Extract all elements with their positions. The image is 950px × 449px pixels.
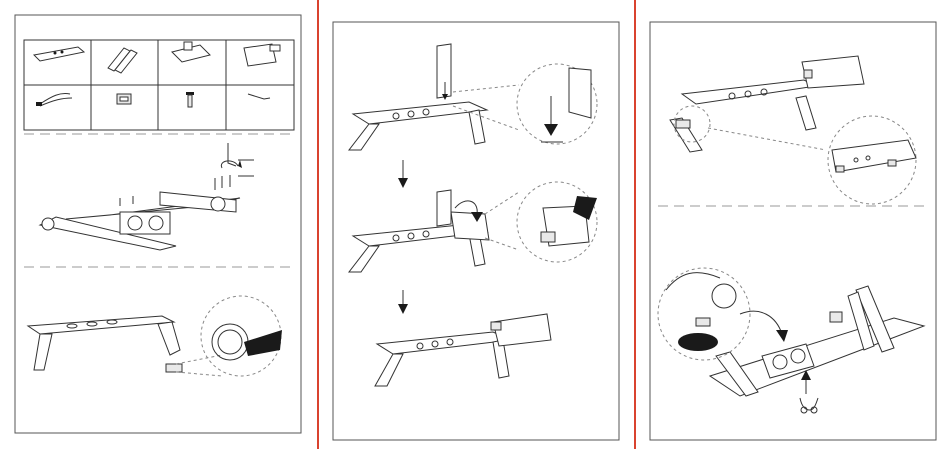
- page-3-diagram: [636, 0, 950, 449]
- part-clip: [117, 94, 131, 104]
- page-2-diagram: [319, 0, 635, 449]
- page-2: [319, 0, 635, 449]
- page-3: [636, 0, 950, 449]
- page-1: [0, 0, 316, 449]
- part-mouse-board: [244, 44, 280, 66]
- page-1-diagram: [0, 0, 316, 449]
